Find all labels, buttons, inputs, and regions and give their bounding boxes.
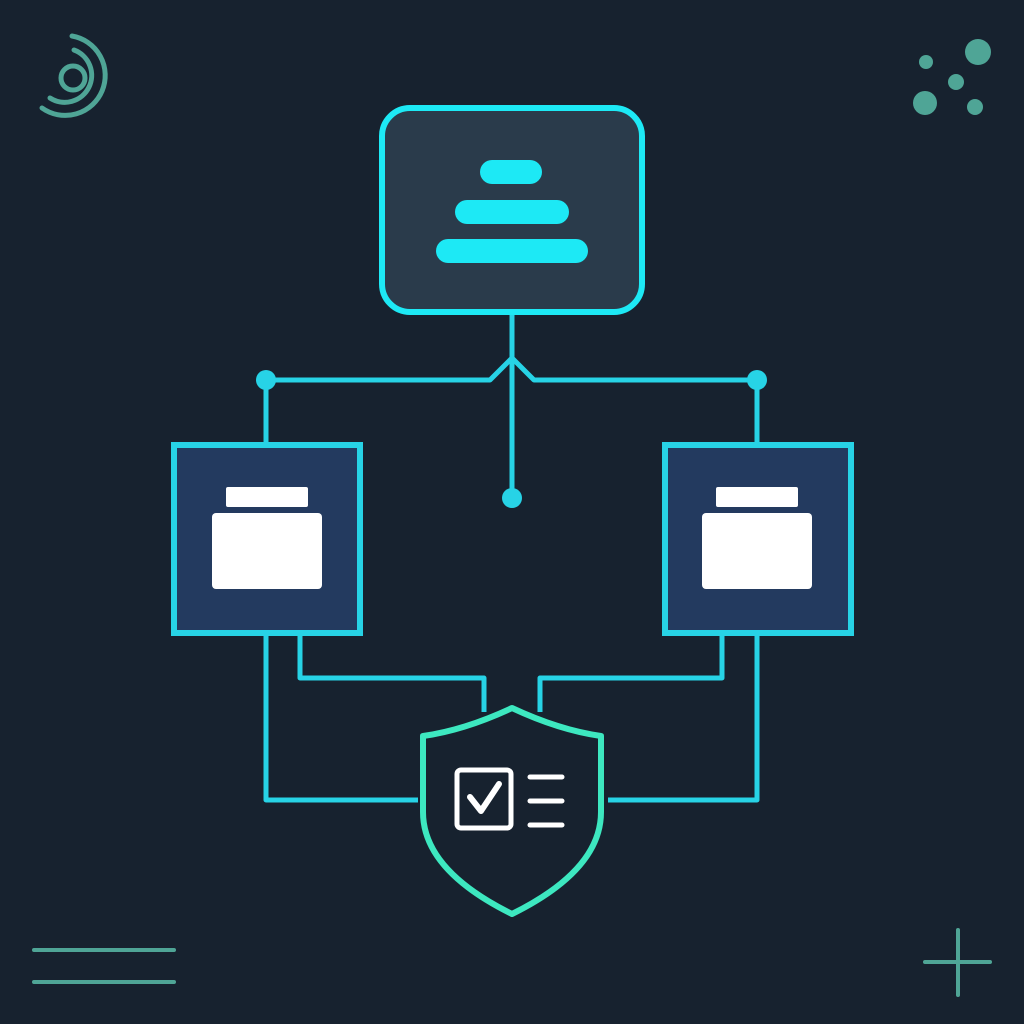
connector-left-inner <box>297 633 487 712</box>
center-endpoint-dot <box>502 488 522 508</box>
dot-cluster-icon <box>913 39 991 115</box>
folder-icon <box>212 487 322 589</box>
folder-icon <box>702 487 812 589</box>
junction-dot-right <box>747 370 767 390</box>
connector-left-outer <box>263 633 418 803</box>
connector-horizontal-left <box>266 356 514 383</box>
double-line-icon <box>32 948 176 984</box>
shield-node[interactable] <box>420 705 604 917</box>
stack-layers-icon <box>436 160 588 263</box>
left-node[interactable] <box>171 442 363 636</box>
concentric-rings-icon <box>39 33 108 118</box>
connectors <box>263 312 760 803</box>
junction-dot-left <box>256 370 276 390</box>
connector-right-inner <box>537 633 725 712</box>
connector-right-outer <box>608 633 760 803</box>
connector-horizontal-right <box>510 356 757 383</box>
right-node[interactable] <box>662 442 854 636</box>
top-node[interactable] <box>379 105 645 315</box>
shield-checklist-icon <box>454 767 565 831</box>
plus-icon <box>923 928 992 997</box>
